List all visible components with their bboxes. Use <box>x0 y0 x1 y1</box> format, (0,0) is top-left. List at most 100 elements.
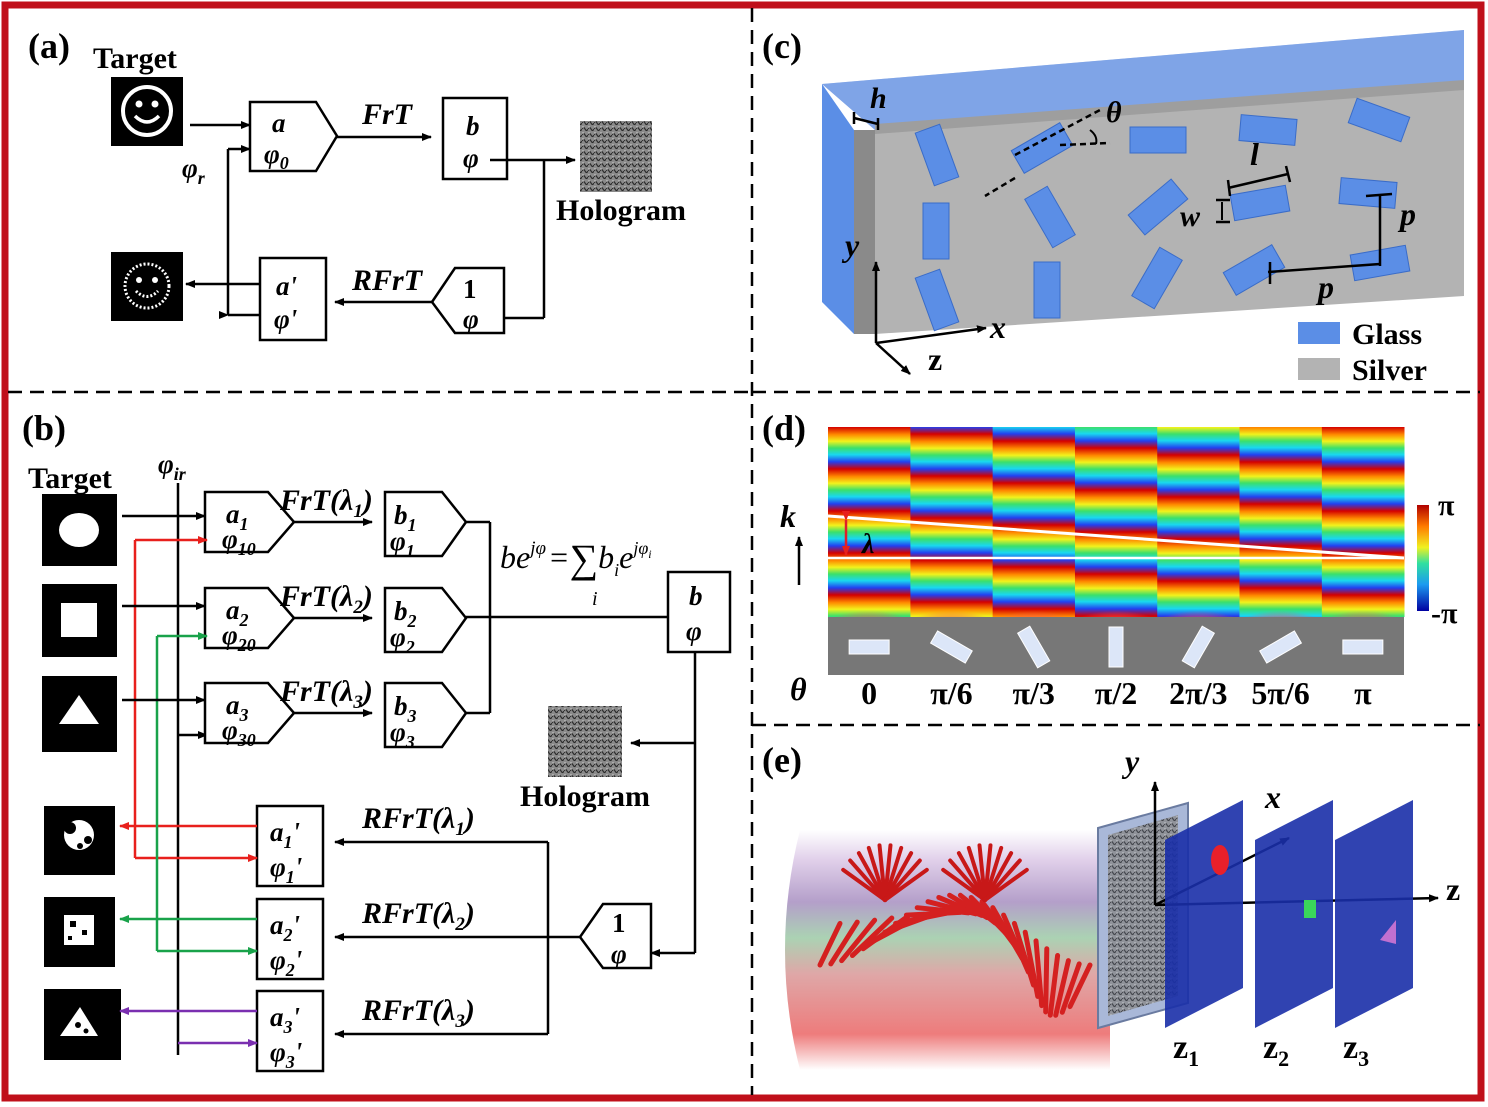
encode-block-3 <box>203 681 296 745</box>
encode-amp-2: a2 <box>226 595 249 630</box>
strip-rod-2 <box>929 630 973 664</box>
legend-swatch-silver <box>1298 358 1340 380</box>
plane-z-label-3: z3 <box>1343 1029 1369 1071</box>
width-w-label: w <box>1180 200 1201 233</box>
beam-arrow <box>1047 953 1061 1018</box>
rfrt-label: RFrT <box>351 264 424 297</box>
beam-arrow <box>1043 946 1050 1015</box>
output-block-b <box>441 96 509 181</box>
output-block-b-multi <box>666 570 732 654</box>
axis-x-label-c: x <box>989 309 1006 345</box>
block-a-phase: φ0 <box>264 139 289 173</box>
nanorod <box>1131 246 1183 310</box>
encode-phase-1: φ10 <box>222 524 256 559</box>
hologram-label-b: Hologram <box>520 780 650 813</box>
sum-equation: bejφ=∑biejφi <box>500 536 652 581</box>
colorbar-max: π <box>1438 489 1455 522</box>
nanorod <box>1338 177 1398 209</box>
hologram-image-a <box>580 121 652 192</box>
plane-z-label-1: z1 <box>1173 1029 1199 1071</box>
plane-triangle <box>1380 920 1396 944</box>
nanorod <box>1238 114 1298 146</box>
frt-label: FrT <box>361 98 414 131</box>
beam-arrow <box>1033 938 1045 1009</box>
legend-label-glass: Glass <box>1352 318 1422 351</box>
lambda-label: λ <box>861 529 874 560</box>
angle-label-2: π/6 <box>930 675 972 711</box>
image-plane-2 <box>1255 800 1333 1028</box>
panel-c: (c) h θ l w p p y x z <box>762 26 1464 387</box>
rec-phase: φ' <box>274 304 297 334</box>
field-amp-1: b1 <box>394 500 417 535</box>
phase-map <box>828 427 1405 617</box>
phase-column-1 <box>828 427 911 617</box>
field-amp-3: b3 <box>394 691 417 726</box>
angle-label-3: π/3 <box>1013 675 1055 711</box>
axis-x-label-e: x <box>1264 779 1281 815</box>
plane-z-label-2: z2 <box>1263 1029 1289 1071</box>
panel-d-label: (d) <box>762 408 806 448</box>
strip-nanorods <box>848 625 1384 669</box>
phase-column-6 <box>1239 427 1323 617</box>
period-p-horizontal: p <box>1315 269 1334 305</box>
rec-amp: a' <box>276 271 297 301</box>
block-b-phase: φ <box>463 143 479 173</box>
image-planes: z1 z2 z3 <box>1165 800 1413 1071</box>
recon-amp-2: a2' <box>270 910 300 945</box>
angle-label-5: 2π/3 <box>1169 675 1227 711</box>
rfrt-label-3: RFrT(λ3) <box>361 994 475 1032</box>
legend-swatch-glass <box>1298 322 1340 344</box>
reconstruct-block-2 <box>255 897 325 981</box>
legend-label-silver: Silver <box>1352 354 1427 387</box>
nanorod <box>914 268 960 332</box>
period-p-vertical: p <box>1397 196 1416 232</box>
field-amp-2: b2 <box>394 596 417 631</box>
multi-back-one: 1 <box>612 908 626 938</box>
strip-rod-4 <box>1108 626 1124 668</box>
phase-column-4 <box>1074 427 1158 617</box>
colorbar-min: -π <box>1431 597 1458 630</box>
beam-arrows <box>817 843 1093 1018</box>
phase-column-7 <box>1321 427 1405 617</box>
nanorod <box>1129 126 1187 154</box>
reconstruct-block-3 <box>255 989 325 1073</box>
nanorod <box>1229 184 1291 222</box>
axis-z-label-e: z <box>1446 871 1460 907</box>
panel-b-target-label: Target <box>28 462 112 495</box>
phase-column-2 <box>910 427 994 617</box>
hologram-label-a: Hologram <box>556 194 686 227</box>
nanorod <box>1222 244 1286 296</box>
rfrt-label-2: RFrT(λ2) <box>361 897 475 935</box>
plane-square <box>1304 900 1316 918</box>
backprop-block-b <box>578 902 653 970</box>
nanorod <box>1347 97 1411 143</box>
panel-b-label: (b) <box>22 408 66 448</box>
encode-amp-3: a3 <box>226 690 249 725</box>
field-block-2 <box>383 586 468 654</box>
angle-label-1: 0 <box>861 675 877 711</box>
recon-phase-2: φ2' <box>270 945 302 980</box>
encode-amp-1: a1 <box>226 499 249 534</box>
field-phase-3: φ3 <box>390 717 415 752</box>
angle-label-4: π/2 <box>1095 675 1137 711</box>
reconstruct-block-1 <box>255 804 325 888</box>
slab-side-glass <box>822 84 854 334</box>
beam-arrow <box>1022 929 1041 999</box>
multi-b-phase: φ <box>686 616 702 646</box>
reconstruct-block-a <box>258 256 328 342</box>
block-a-amp: a <box>272 108 286 138</box>
nanorod <box>1033 261 1061 319</box>
angle-label-6: 5π/6 <box>1251 675 1309 711</box>
wavefront-line <box>827 514 1405 560</box>
beam-arrow <box>1059 961 1082 1015</box>
panel-e-label: (e) <box>762 740 802 780</box>
nanorod <box>1024 185 1076 249</box>
angle-label-7: π <box>1354 675 1372 711</box>
recon-amp-1: a1' <box>270 817 300 852</box>
recon-amp-3: a3' <box>270 1002 300 1037</box>
strip-rod-3 <box>1016 625 1051 669</box>
